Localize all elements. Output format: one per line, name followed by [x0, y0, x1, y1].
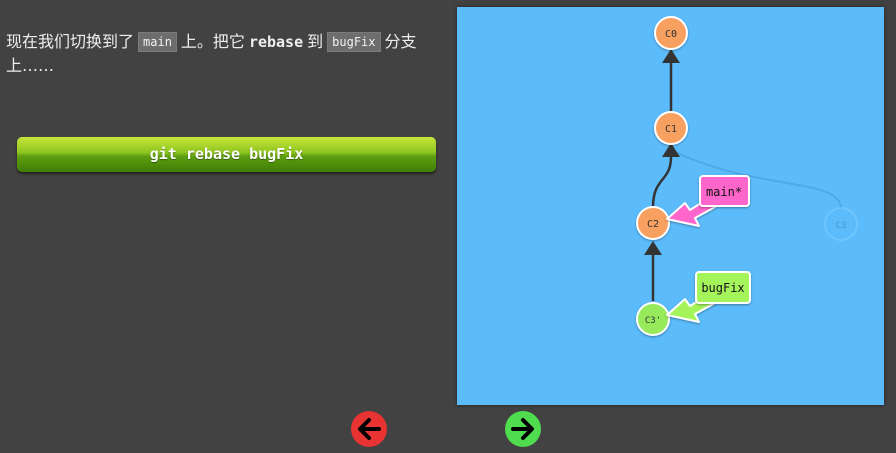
commit-c1-label: C1 [665, 124, 677, 135]
commit-c0[interactable]: C0 [654, 16, 688, 50]
git-graph: C0 C1 C2 C3' C3 main* bugFix [636, 16, 858, 336]
commit-c3-label: C3 [836, 221, 847, 231]
git-graph-canvas: C0 C1 C2 C3' C3 main* bugFix [457, 7, 884, 405]
code-rebase: rebase [248, 33, 304, 51]
commit-c3-faded[interactable]: C3 [824, 207, 858, 241]
desc-text-3: 到 [307, 32, 324, 51]
branch-main[interactable]: main* [666, 175, 750, 227]
desc-text-2: 上。把它 [180, 32, 245, 51]
edge-c2-c1 [651, 156, 673, 208]
forward-button[interactable] [505, 411, 541, 447]
branch-bugfix-label: bugFix [701, 281, 744, 295]
desc-text-4: 分支上…… [6, 32, 417, 75]
arrow-left-icon [358, 418, 381, 440]
commit-c3prime-label: C3' [645, 316, 661, 326]
branch-bugfix[interactable]: bugFix [666, 271, 751, 323]
commit-c2[interactable]: C2 [636, 206, 670, 240]
commit-c0-label: C0 [665, 29, 677, 40]
command-button[interactable]: git rebase bugFix [17, 137, 436, 172]
commit-c1[interactable]: C1 [654, 111, 688, 145]
edge-arrow-c1 [662, 143, 680, 157]
branch-main-label: main* [706, 185, 742, 199]
code-bugfix: bugFix [327, 32, 381, 52]
edge-arrow-c2 [644, 241, 662, 255]
edge-arrow-c0 [662, 49, 680, 63]
code-main: main [138, 32, 177, 52]
back-button[interactable] [351, 411, 387, 447]
commit-c3prime[interactable]: C3' [636, 302, 670, 336]
edge-c3-c1 [670, 149, 842, 210]
desc-text-1: 现在我们切换到了 [6, 32, 135, 51]
commit-c2-label: C2 [647, 219, 659, 230]
arrow-right-icon [511, 418, 534, 440]
